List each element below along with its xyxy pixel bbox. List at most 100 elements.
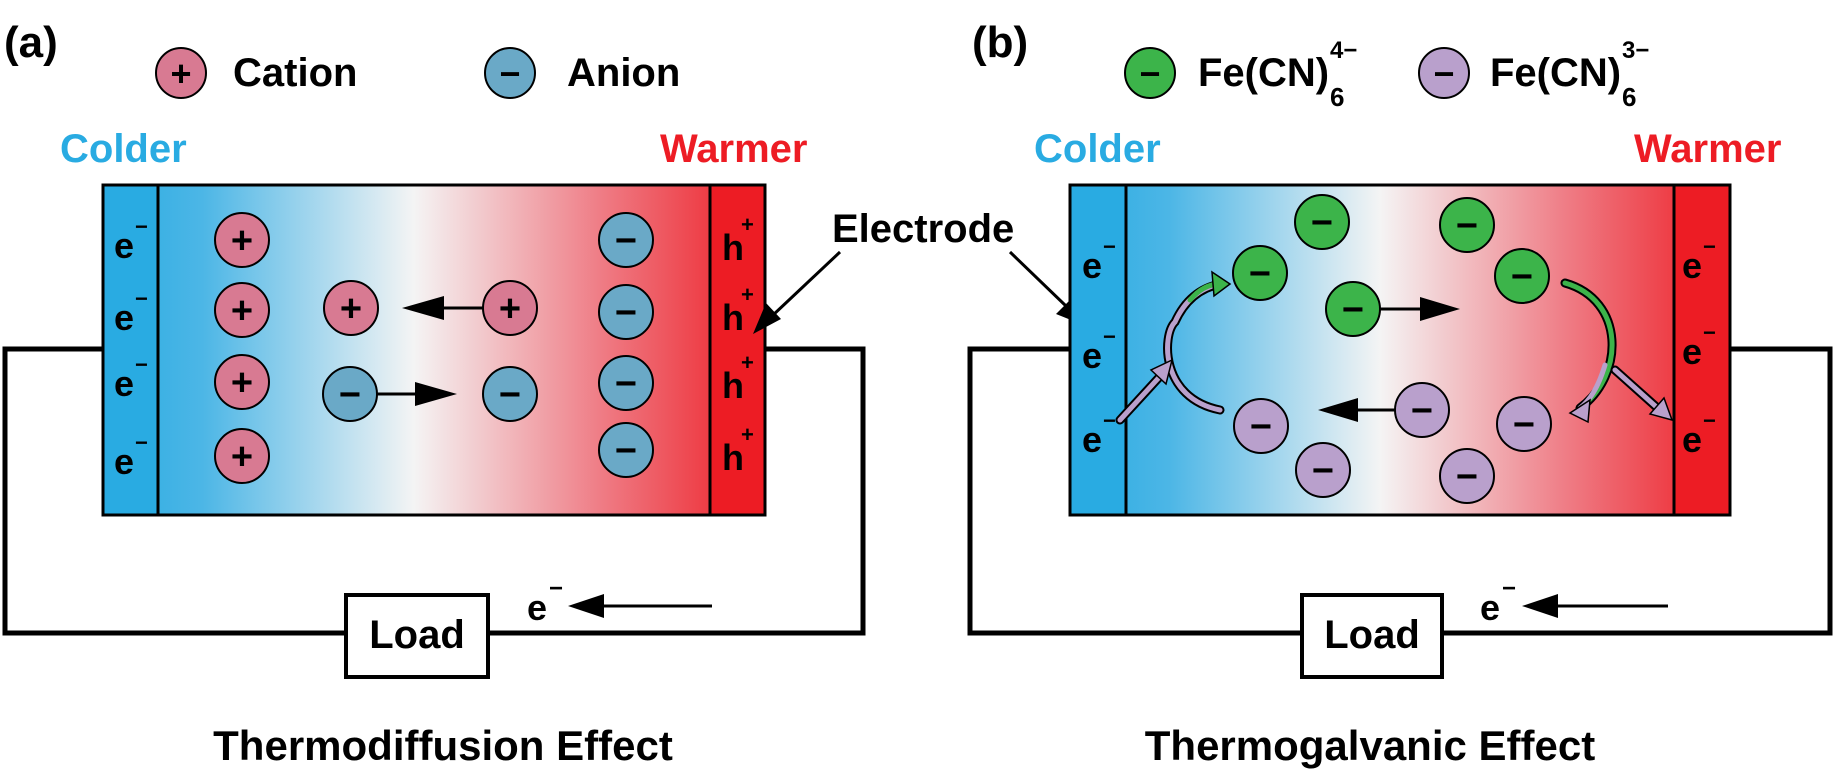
- svg-text:−: −: [615, 363, 637, 405]
- svg-text:−: −: [1703, 408, 1716, 433]
- external-circuit-wire-b: [967, 346, 1833, 636]
- cell-outline-b: [1068, 183, 1732, 517]
- hole-2: h+: [722, 282, 754, 338]
- electrolyte-gradient: [103, 185, 765, 515]
- svg-text:−: −: [1703, 320, 1716, 345]
- cation-1: +: [214, 212, 270, 268]
- panel-a-legend: + Cation − Anion: [155, 47, 680, 99]
- circuit-electron-b: e −: [1480, 575, 1516, 628]
- svg-text:h: h: [722, 437, 744, 478]
- ferri-4: −: [1439, 448, 1495, 504]
- legend-ferrocyanide-icon: −: [1124, 47, 1176, 99]
- hot-redox-cycle: [1560, 278, 1674, 424]
- ferro-2: −: [1232, 245, 1288, 301]
- anion-4: −: [598, 422, 654, 478]
- panel-a: (a) + Cation − Anion Colder Warmer Load …: [2, 18, 866, 769]
- ferri-1: −: [1233, 398, 1289, 454]
- svg-text:−: −: [1411, 390, 1433, 432]
- cation-3: +: [214, 354, 270, 410]
- ferri-2: −: [1295, 442, 1351, 498]
- ferro-4: −: [1439, 197, 1495, 253]
- svg-text:−: −: [499, 53, 520, 94]
- svg-text:−: −: [1456, 456, 1478, 498]
- anion-column: − − − −: [598, 212, 654, 478]
- svg-text:−: −: [135, 352, 148, 377]
- svg-text:−: −: [1249, 253, 1271, 295]
- legend-ferricyanide-icon: −: [1418, 47, 1470, 99]
- svg-text:−: −: [615, 430, 637, 472]
- svg-text:e: e: [1682, 331, 1702, 372]
- anion-1: −: [598, 212, 654, 268]
- cell-outline: [101, 183, 767, 517]
- svg-text:−: −: [339, 374, 361, 416]
- ferrocyanide-ions: − − − − −: [1232, 194, 1550, 337]
- electrode-label: Electrode: [832, 207, 1014, 251]
- svg-text:−: −: [1456, 205, 1478, 247]
- svg-text:−: −: [1342, 289, 1364, 331]
- svg-text:e: e: [1082, 335, 1102, 376]
- warmer-label: Warmer: [660, 127, 807, 171]
- electron-b-5: e−: [1682, 320, 1716, 372]
- svg-text:−: −: [549, 575, 563, 602]
- anion-moving-right: − −: [322, 366, 538, 422]
- cold-electrode: [103, 185, 158, 515]
- warmer-label-b: Warmer: [1634, 127, 1781, 171]
- svg-text:−: −: [1502, 575, 1516, 602]
- panel-b: (b) − Fe(CN) 6 4− − Fe(CN) 6 3− Colder: [967, 18, 1833, 769]
- load-label-b: Load: [1324, 613, 1420, 657]
- hot-electrode: [710, 185, 765, 515]
- svg-text:e: e: [114, 363, 134, 404]
- svg-text:−: −: [1250, 406, 1272, 448]
- electron-2: e−: [114, 286, 148, 338]
- svg-text:−: −: [1511, 256, 1533, 298]
- svg-text:+: +: [231, 362, 253, 404]
- svg-text:h: h: [722, 365, 744, 406]
- svg-text:Fe(CN): Fe(CN): [1198, 51, 1329, 95]
- svg-text:+: +: [231, 220, 253, 262]
- svg-text:+: +: [340, 288, 362, 330]
- legend-ferrocyanide-label: Fe(CN) 6 4−: [1198, 37, 1357, 112]
- svg-text:−: −: [1103, 324, 1116, 349]
- svg-text:−: −: [135, 214, 148, 239]
- panel-a-caption: Thermodiffusion Effect: [213, 722, 673, 769]
- ferro-1: −: [1294, 194, 1350, 250]
- electron-b-3: e−: [1082, 408, 1116, 460]
- svg-text:e: e: [1682, 419, 1702, 460]
- colder-label-b: Colder: [1034, 127, 1161, 171]
- svg-text:−: −: [1513, 404, 1535, 446]
- hot-holes: h+ h+ h+ h+: [722, 212, 754, 478]
- svg-text:4−: 4−: [1330, 37, 1357, 64]
- svg-text:−: −: [135, 286, 148, 311]
- svg-text:+: +: [741, 350, 754, 375]
- svg-text:e: e: [1082, 419, 1102, 460]
- electron-4: e−: [114, 430, 148, 482]
- svg-text:6: 6: [1330, 82, 1344, 112]
- ferri-5: −: [1496, 396, 1552, 452]
- load-box: [344, 593, 490, 679]
- svg-text:−: −: [615, 292, 637, 334]
- cation-2: +: [214, 282, 270, 338]
- svg-text:e: e: [527, 587, 547, 628]
- svg-text:+: +: [741, 282, 754, 307]
- svg-text:+: +: [231, 290, 253, 332]
- svg-text:h: h: [722, 297, 744, 338]
- svg-text:6: 6: [1622, 82, 1636, 112]
- svg-text:−: −: [1103, 234, 1116, 259]
- electron-3: e−: [114, 352, 148, 404]
- hole-4: h+: [722, 422, 754, 478]
- svg-text:−: −: [499, 374, 521, 416]
- electron-1: e−: [114, 214, 148, 266]
- cold-electrons-b: e− e− e−: [1082, 234, 1116, 460]
- hole-1: h+: [722, 212, 754, 268]
- anion-3: −: [598, 355, 654, 411]
- svg-text:e: e: [114, 225, 134, 266]
- svg-text:−: −: [1311, 202, 1333, 244]
- svg-text:3−: 3−: [1622, 37, 1649, 64]
- circuit-electron: e −: [527, 575, 563, 628]
- legend-anion-icon: −: [484, 47, 536, 99]
- svg-text:−: −: [135, 430, 148, 455]
- ferricyanide-ions: − − − − −: [1233, 382, 1552, 504]
- hole-3: h+: [722, 350, 754, 406]
- svg-text:−: −: [1103, 408, 1116, 433]
- svg-text:e: e: [114, 441, 134, 482]
